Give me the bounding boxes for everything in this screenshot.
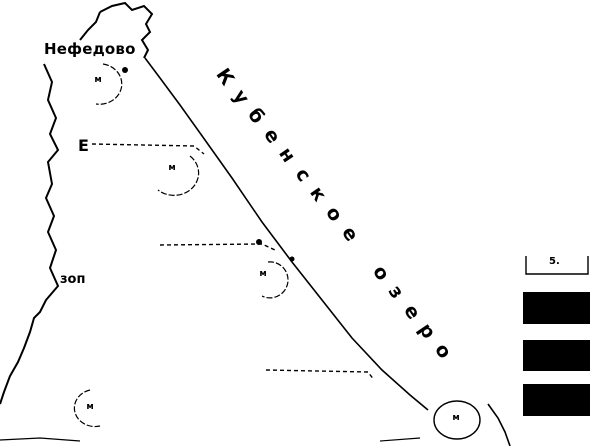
transect-line-1 [91, 143, 205, 155]
marker-label: м [452, 413, 460, 423]
marker-label: м [86, 402, 94, 412]
transect-line-3 [265, 369, 375, 381]
village-label: Нефедово [44, 40, 136, 58]
marker-label: м [259, 269, 267, 279]
legend-label: 5. [549, 256, 560, 267]
legend-swatch-3 [523, 384, 590, 416]
marker-ring-4 [73, 389, 101, 428]
sampling-point-1 [122, 67, 128, 73]
legend-swatch-2 [523, 340, 590, 371]
lake-shoreline [144, 57, 429, 411]
sampling-point-3 [289, 256, 295, 262]
legend-bracket [525, 256, 589, 275]
sampling-point-2 [256, 239, 262, 245]
bottom-edge [0, 437, 421, 442]
marker-ring-1 [95, 63, 123, 105]
marker-ring-5 [433, 400, 481, 440]
transect-line-2 [159, 243, 276, 251]
lake-shoreline-south [487, 403, 511, 446]
legend-swatch-1 [523, 292, 590, 324]
marker-label: м [168, 163, 176, 173]
place-fragment-label: Е [78, 136, 89, 155]
marker-ring-2 [157, 155, 200, 196]
marker-label: м [94, 75, 102, 85]
marker-ring-3 [261, 261, 289, 299]
place-fragment-label-2: зоп [60, 272, 86, 287]
territory-boundary [0, 1, 154, 405]
